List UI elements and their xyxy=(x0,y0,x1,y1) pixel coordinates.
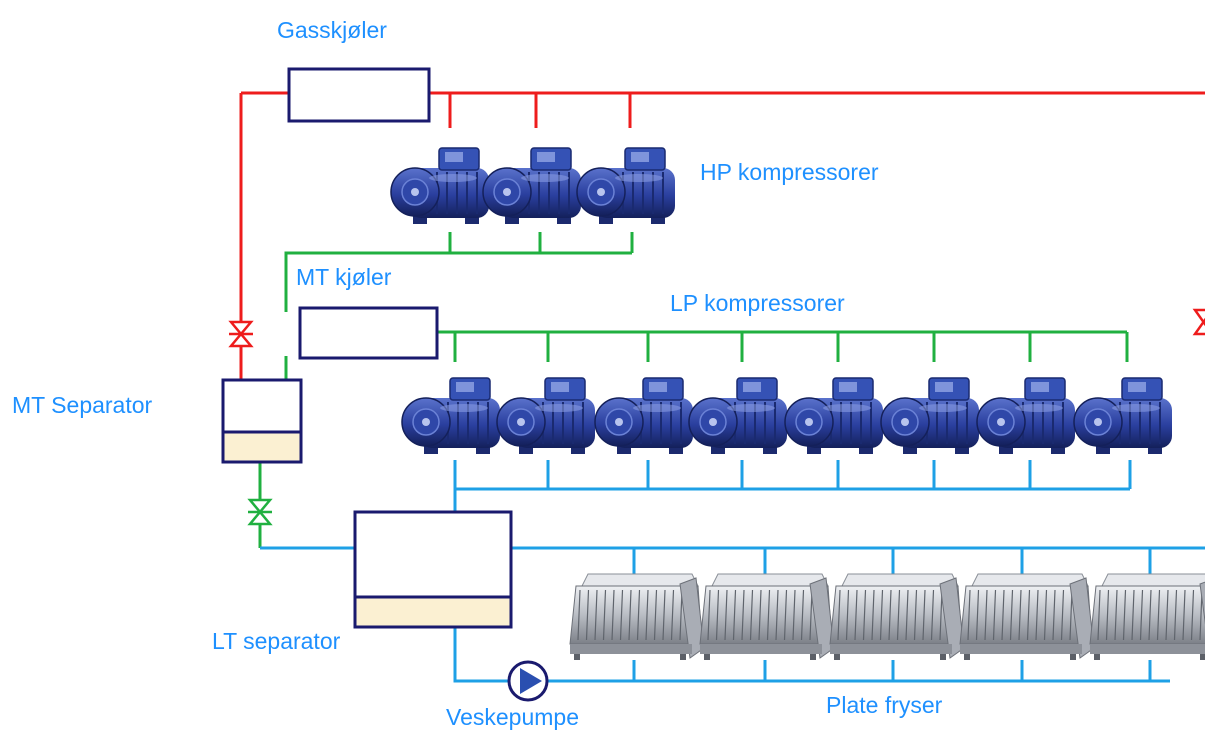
mt-separator-vessel xyxy=(221,378,303,464)
mt-separator-label: MT Separator xyxy=(12,392,153,418)
compressor-icon xyxy=(1073,377,1172,454)
gas-cooler xyxy=(287,67,431,123)
plate-freezer-icon xyxy=(699,573,835,660)
valve-icon[interactable] xyxy=(247,498,273,526)
mt-cooler xyxy=(298,306,439,360)
plate-freezer-label: Plate fryser xyxy=(826,692,943,718)
compressor-icon xyxy=(688,377,787,454)
valve-icon[interactable] xyxy=(1192,308,1205,336)
plate-freezer-icon xyxy=(1089,573,1205,660)
lp-compressor-group xyxy=(401,377,1172,454)
lt-liquid-line xyxy=(260,460,1205,683)
compressor-icon xyxy=(576,147,675,224)
hp-compressors-label: HP kompressorer xyxy=(700,159,879,185)
mt-cooler-label: MT kjøler xyxy=(296,264,392,290)
pump-label: Veskepumpe xyxy=(446,704,579,730)
plate-freezer-icon xyxy=(959,573,1095,660)
compressor-icon xyxy=(482,147,581,224)
lp-compressors-label: LP kompressorer xyxy=(670,290,845,316)
gas-cooler-label: Gasskjøler xyxy=(277,17,387,43)
plate-freezer-icon xyxy=(569,573,705,660)
compressor-icon xyxy=(401,377,500,454)
compressor-icon xyxy=(976,377,1075,454)
compressor-icon xyxy=(784,377,883,454)
plate-freezer-icon xyxy=(829,573,965,660)
hp-discharge-line xyxy=(239,91,1205,381)
compressor-icon xyxy=(880,377,979,454)
plate-freezer-group xyxy=(569,573,1205,660)
compressor-icon xyxy=(496,377,595,454)
lt-separator-label: LT separator xyxy=(212,628,341,654)
compressor-icon xyxy=(594,377,693,454)
pump-icon[interactable] xyxy=(507,660,549,702)
valve-icon[interactable] xyxy=(228,320,254,348)
lt-separator-vessel xyxy=(353,510,513,629)
mt-suction-line xyxy=(258,232,1129,548)
compressor-icon xyxy=(390,147,489,224)
hp-compressor-group xyxy=(390,147,675,224)
